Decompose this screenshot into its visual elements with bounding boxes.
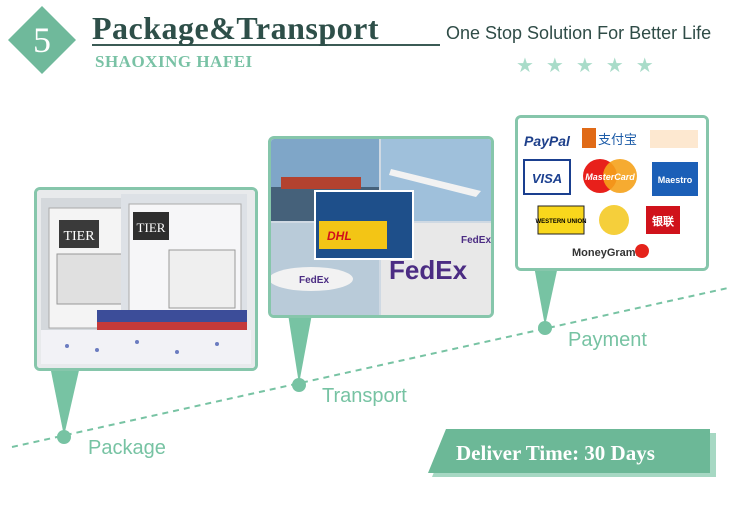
deliver-time-text: Deliver Time: 30 Days: [456, 441, 655, 465]
mastercard-logo: MasterCard: [585, 172, 635, 182]
visa-logo: VISA: [532, 171, 562, 186]
header-divider: [92, 44, 732, 46]
western-union-logo: WESTERN UNION: [536, 219, 587, 225]
package-pin: [50, 366, 80, 436]
deliver-time-banner: [428, 429, 716, 477]
company-name: SHAOXING HAFEI: [95, 52, 253, 71]
stage-label-payment: Payment: [568, 329, 647, 351]
payment-dot: [538, 321, 552, 335]
alipay-logo: 支付宝: [598, 133, 637, 148]
page-title: Package&Transport: [92, 10, 379, 46]
dhl-logo: DHL: [327, 229, 352, 243]
stars-decoration: ★★★★★: [516, 55, 666, 77]
stage-label-transport: Transport: [322, 385, 407, 407]
moneygram-logo: MoneyGram.: [572, 247, 639, 259]
paypal-logo: PayPal: [524, 133, 571, 149]
logo-number: 5: [33, 20, 51, 60]
payment-methods-panel: PayPal 支付宝 VISA MasterCard Maestro WESTE…: [515, 115, 709, 271]
stage-label-package: Package: [88, 437, 166, 459]
package-dot: [57, 430, 71, 444]
maestro-logo: Maestro: [658, 175, 693, 185]
timeline-line: [11, 287, 729, 448]
fedex-plane-logo: FedEx: [299, 275, 329, 286]
svg-text:TIER: TIER: [137, 220, 166, 235]
transport-pin: [288, 314, 312, 384]
section-number-logo: 5: [8, 6, 76, 74]
payment-pin: [534, 266, 558, 326]
tagline: One Stop Solution For Better Life: [440, 20, 746, 46]
fedex-small-logo: FedEx: [461, 235, 491, 246]
package-photo: TIER TIER: [34, 187, 258, 371]
transport-photo: FedEx FedEx FedEx DHL: [268, 136, 494, 318]
transport-dot: [292, 378, 306, 392]
unionpay-logo: 银联: [652, 214, 674, 228]
svg-text:TIER: TIER: [63, 229, 95, 244]
